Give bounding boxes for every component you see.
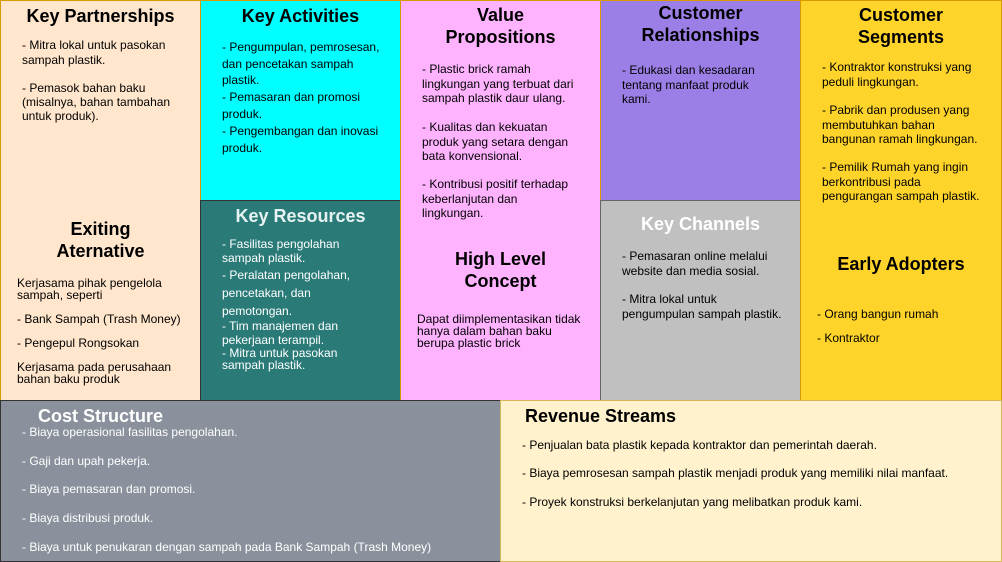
customer-segments-item-3: - Pemilik Rumah yang ingin berkontribusi… bbox=[822, 160, 980, 203]
revenue-streams-item-2: - Biaya pemrosesan sampah plastik menjad… bbox=[522, 466, 949, 480]
value-propositions-item-3: - Kontribusi positif terhadap keberlanju… bbox=[422, 177, 569, 220]
early-adopters-title: Early Adopters bbox=[837, 254, 965, 274]
customer-relationships-text: - Edukasi dan kesadaran tentang manfaat … bbox=[622, 63, 755, 106]
key-channels-title: Key Channels bbox=[640, 214, 761, 234]
revenue-streams-item-3: - Proyek konstruksi berkelanjutan yang m… bbox=[522, 495, 863, 509]
value-propositions-title-line-1: Value bbox=[476, 5, 525, 25]
key-resources-item-3: - Tim manajemen dan pekerjaan terampil. bbox=[222, 319, 339, 347]
key-channels-item-1: - Pemasaran online melalui website dan m… bbox=[622, 249, 768, 278]
high-level-concept-title-line-1: High Level bbox=[454, 249, 547, 269]
key-resources-block: Key Resources - Fasilitas pengolahan sam… bbox=[200, 200, 401, 401]
key-activities-item-2: - Pemasaran dan promosi produk. bbox=[222, 90, 361, 121]
revenue-streams-block: Revenue Streams - Penjualan bata plastik… bbox=[500, 400, 1002, 562]
key-resources-title: Key Resources bbox=[235, 206, 366, 226]
key-resources-item-2: - Peralatan pengolahan, pencetakan, dan … bbox=[222, 268, 351, 318]
customer-segments-item-2: - Pabrik dan produsen yang membutuhkan b… bbox=[822, 103, 978, 146]
value-propositions-block: Value Propositions - Plastic brick ramah… bbox=[400, 0, 601, 401]
customer-segments-block: Customer Segments - Kontraktor konstruks… bbox=[800, 0, 1002, 401]
key-activities-title: Key Activities bbox=[241, 6, 360, 26]
customer-segments-title-line-2: Segments bbox=[857, 27, 945, 47]
cost-structure-item-4: - Biaya distribusi produk. bbox=[22, 511, 154, 525]
key-partnerships-block: Key Partnerships - Mitra lokal untuk pas… bbox=[0, 0, 201, 401]
customer-relationships-title-line-1: Customer bbox=[658, 3, 743, 23]
key-resources-item-1: - Fasilitas pengolahan sampah plastik. bbox=[222, 237, 340, 265]
existing-alternative-item-2: - Bank Sampah (Trash Money) bbox=[17, 312, 181, 326]
high-level-concept-text: Dapat diimplementasikan tidak hanya dala… bbox=[417, 312, 581, 350]
early-adopters-item-1: - Orang bangun rumah bbox=[817, 307, 939, 321]
value-propositions-item-2: - Kualitas dan kekuatan produk yang seta… bbox=[422, 120, 569, 163]
existing-alternative-title-line-1: Exiting bbox=[70, 219, 131, 239]
key-channels-block: Key Channels - Pemasaran online melalui … bbox=[600, 200, 801, 401]
key-resources-item-4: - Mitra untuk pasokan sampah plastik. bbox=[222, 346, 338, 372]
high-level-concept-title-line-2: Concept bbox=[464, 271, 537, 291]
customer-relationships-title-line-2: Relationships bbox=[641, 25, 760, 45]
customer-segments-item-1: - Kontraktor konstruksi yang peduli ling… bbox=[822, 60, 972, 89]
revenue-streams-title: Revenue Streams bbox=[524, 406, 677, 426]
existing-alternative-item-4: Kerjasama pada perusahaan bahan baku pro… bbox=[17, 360, 172, 386]
cost-structure-block: Cost Structure - Biaya operasional fasil… bbox=[0, 400, 501, 562]
customer-relationships-block: Customer Relationships - Edukasi dan kes… bbox=[600, 0, 801, 201]
key-activities-block: Key Activities - Pengumpulan, pemrosesan… bbox=[200, 0, 401, 201]
customer-segments-title-line-1: Customer bbox=[858, 5, 943, 25]
key-activities-item-3: - Pengembangan dan inovasi produk. bbox=[222, 124, 379, 155]
existing-alternative-item-1: Kerjasama pihak pengelola sampah, sepert… bbox=[17, 276, 162, 302]
cost-structure-item-3: - Biaya pemasaran dan promosi. bbox=[22, 482, 196, 496]
value-propositions-item-1: - Plastic brick ramah lingkungan yang te… bbox=[422, 62, 574, 105]
cost-structure-item-1: - Biaya operasional fasilitas pengolahan… bbox=[22, 425, 238, 439]
key-partnerships-item-2: - Pemasok bahan baku (misalnya, bahan ta… bbox=[22, 81, 171, 123]
revenue-streams-item-1: - Penjualan bata plastik kepada kontrakt… bbox=[522, 438, 877, 452]
key-activities-item-1: - Pengumpulan, pemrosesan, dan pencetaka… bbox=[222, 40, 380, 87]
cost-structure-item-2: - Gaji dan upah pekerja. bbox=[22, 454, 151, 468]
existing-alternative-item-3: - Pengepul Rongsokan bbox=[17, 336, 140, 350]
cost-structure-item-5: - Biaya untuk penukaran dengan sampah pa… bbox=[22, 540, 432, 554]
cost-structure-title: Cost Structure bbox=[37, 406, 163, 426]
key-channels-item-2: - Mitra lokal untuk pengumpulan sampah p… bbox=[622, 292, 782, 321]
key-partnerships-item-1: - Mitra lokal untuk pasokan sampah plast… bbox=[22, 38, 166, 67]
value-propositions-title-line-2: Propositions bbox=[445, 27, 556, 47]
key-partnerships-title: Key Partnerships bbox=[26, 6, 175, 26]
existing-alternative-title-line-2: Aternative bbox=[56, 241, 145, 261]
early-adopters-item-2: - Kontraktor bbox=[817, 331, 880, 345]
